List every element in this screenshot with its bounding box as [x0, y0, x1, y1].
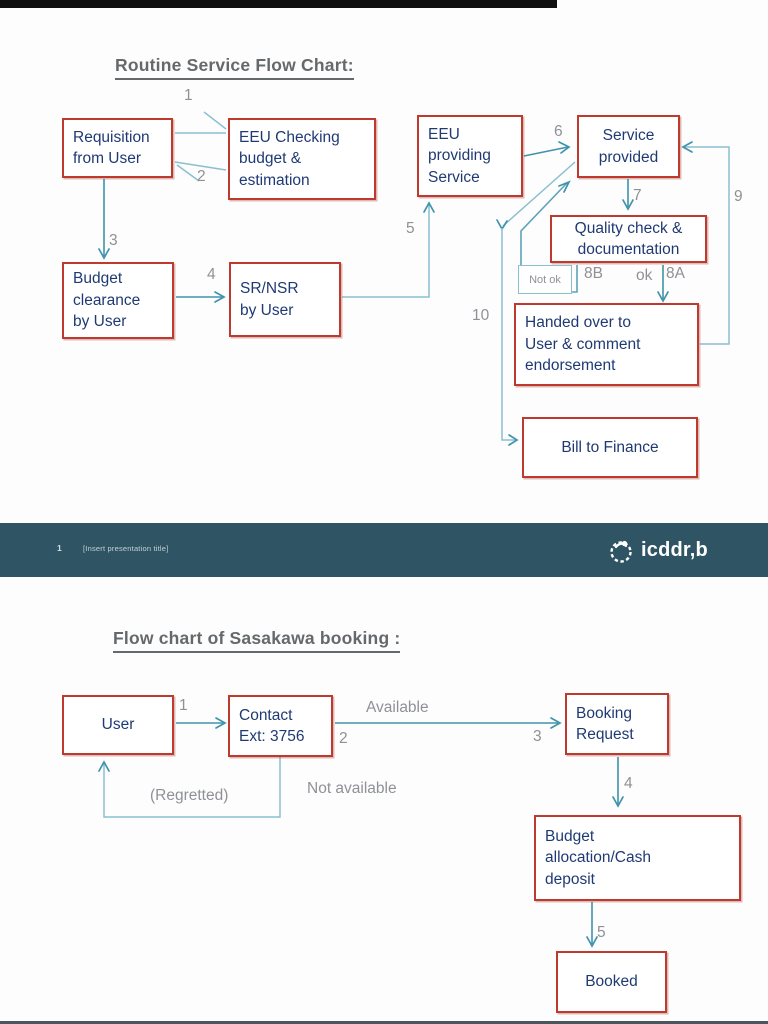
booking-step-label-4: 4 [624, 775, 633, 792]
arrow-1-user-to-contact [176, 717, 227, 729]
node-quality-check: Quality check & documentation [550, 215, 707, 263]
arrow-7-service-to-quality-check [622, 179, 634, 211]
arrow-5-srnsr-to-eeu-providing [342, 201, 435, 298]
arrow-5-budget-allocation-to-booked [586, 902, 598, 948]
presentation-title-placeholder: [Insert presentation title] [83, 544, 169, 553]
node-eeu-checking-budget: EEU Checking budget & estimation [228, 118, 376, 200]
step-label-3: 3 [109, 232, 118, 249]
step-label-7: 7 [633, 187, 642, 204]
branch-label-regretted: (Regretted) [150, 787, 229, 804]
arrow-4-budget-clearance-to-srnsr [176, 291, 226, 303]
step-label-4: 4 [207, 266, 216, 283]
arrow-6-eeu-providing-to-service-provided [523, 141, 571, 157]
arrow-4-booking-to-budget-allocation [612, 757, 624, 808]
node-contact-ext: Contact Ext: 3756 [228, 695, 333, 757]
step-label-6: 6 [554, 123, 563, 140]
branch-label-available: Available [366, 699, 429, 716]
step-label-10: 10 [472, 307, 490, 324]
booking-step-label-5: 5 [597, 924, 606, 941]
next-slide-edge [0, 1021, 768, 1024]
slide-number: 1 [57, 543, 62, 553]
slide-footer-banner: 1 [Insert presentation title] icddr,b [0, 523, 768, 577]
node-handed-over: Handed over to User & comment endorsemen… [514, 303, 699, 386]
arrow-1-requisition-to-eeu [175, 111, 227, 134]
top-edge-bar [0, 0, 557, 8]
node-service-provided: Service provided [577, 115, 680, 178]
icddrb-emblem-icon [610, 540, 632, 563]
node-bill-to-finance: Bill to Finance [522, 417, 698, 478]
node-requisition-from-user: Requisition from User [62, 118, 173, 178]
branch-label-8a: 8A [666, 265, 685, 282]
step-label-5: 5 [406, 220, 415, 237]
step-label-9: 9 [734, 188, 743, 205]
branch-label-8b: 8B [584, 265, 603, 282]
node-sr-nsr-by-user: SR/NSR by User [229, 262, 341, 337]
arrow-available-contact-to-booking [335, 717, 562, 729]
step-label-2: 2 [197, 168, 206, 185]
booking-step-label-3: 3 [533, 728, 542, 745]
node-booked: Booked [556, 951, 667, 1013]
arrow-3-requisition-to-budget-clearance [98, 179, 110, 260]
branch-label-not-available: Not available [307, 780, 397, 797]
node-budget-clearance: Budget clearance by User [62, 262, 174, 339]
step-label-1: 1 [184, 87, 193, 104]
icddrb-logo-text: icddr,b [641, 538, 708, 561]
node-user: User [62, 695, 174, 755]
icddrb-logo: icddr,b [606, 535, 708, 565]
node-eeu-providing-service: EEU providing Service [417, 115, 523, 197]
booking-step-label-1: 1 [179, 697, 188, 714]
node-booking-request: Booking Request [565, 693, 669, 755]
branch-label-not-ok: Not ok [518, 265, 572, 294]
chart2-title: Flow chart of Sasakawa booking : [113, 628, 401, 653]
node-budget-allocation: Budget allocation/Cash deposit [534, 815, 741, 901]
chart1-title: Routine Service Flow Chart: [115, 55, 354, 80]
branch-label-ok: ok [636, 267, 653, 284]
booking-step-label-2: 2 [339, 730, 348, 747]
